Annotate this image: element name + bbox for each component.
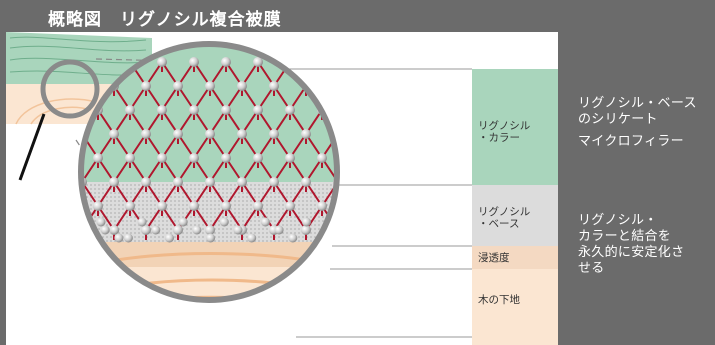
desc-bottom-line3: 永久的に安定化さ (578, 245, 685, 260)
desc-top-line3: マイクロフィラー (578, 134, 684, 149)
description-bottom: リグノシル・ カラーと結合を 永久的に安定化さ せる (578, 213, 684, 277)
description-top: リグノシル・ベース のシリケート マイクロフィラー (578, 96, 697, 150)
desc-top-line1: リグノシル・ベース (578, 96, 697, 111)
desc-bottom-line1: リグノシル・ (578, 213, 658, 228)
diagram-canvas (6, 32, 558, 345)
diagram-title: 概略図 リグノシル複合被膜 (48, 10, 282, 30)
magnifier-lens-ring (78, 41, 340, 303)
layer-label-color: リグノシル ・カラー (478, 120, 530, 144)
magnifier-icon (18, 59, 100, 181)
layer-label-penetration: 浸透度 (478, 252, 510, 264)
layer-color-text: リグノシル ・カラー (478, 120, 531, 144)
layer-base-text: リグノシル ・ベース (478, 206, 531, 230)
layer-wood-text: 木の下地 (478, 294, 520, 306)
layer-penetration-text: 浸透度 (478, 252, 510, 264)
layer-label-base: リグノシル ・ベース (478, 206, 530, 230)
desc-bottom-line4: せる (578, 261, 605, 276)
diagram-panel: リグノシル ・カラー リグノシル ・ベース 浸透度 木の下地 (6, 32, 558, 345)
layer-bands (472, 69, 558, 345)
layer-label-wood: 木の下地 (478, 294, 520, 306)
desc-bottom-line2: カラーと結合を (578, 229, 672, 244)
title-bar: 概略図 リグノシル複合被膜 (0, 0, 715, 32)
desc-top-line2: のシリケート (578, 112, 658, 127)
